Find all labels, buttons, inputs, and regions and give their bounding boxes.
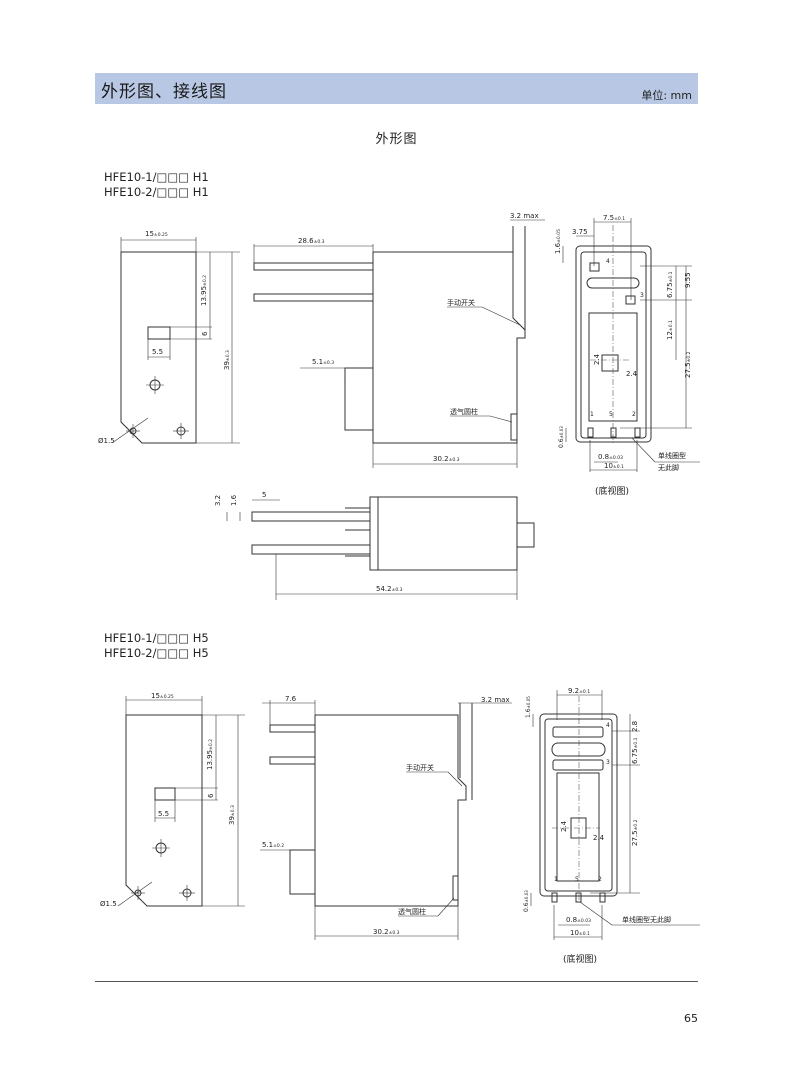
dim-text: 0.8±0.03 bbox=[598, 453, 623, 461]
pin-number: 1 bbox=[554, 876, 558, 883]
section-header-title: 外形图、接线图 bbox=[101, 82, 227, 102]
dim-text: Ø1.5 bbox=[98, 437, 115, 445]
dim-text: 27.5±0.2 bbox=[631, 819, 639, 846]
view-caption: (底视图) bbox=[563, 953, 597, 965]
dim-text: 2.4 bbox=[626, 370, 638, 378]
dim-text: 15±0.25 bbox=[145, 230, 168, 238]
pin-number: 5 bbox=[575, 876, 579, 883]
footer-divider bbox=[95, 981, 698, 982]
dim-text: 5 bbox=[262, 491, 266, 499]
dim-text: 1.6±0.05 bbox=[525, 696, 532, 718]
dim-text: 6.75±0.1 bbox=[631, 737, 639, 764]
dim-text: 3.2 max bbox=[481, 696, 510, 704]
drawing2-bottom-view: 9.2±0.1 1.6±0.05 4 3 2.8 6.75±0.1 27.5±0… bbox=[523, 687, 700, 965]
dim-text: 7.5±0.1 bbox=[603, 214, 625, 222]
dim-text: 9.2±0.1 bbox=[568, 687, 590, 695]
dim-text: 13.95±0.2 bbox=[206, 739, 214, 770]
model-group-h1: HFE10-1/□□□ H1 HFE10-2/□□□ H1 bbox=[104, 170, 209, 200]
dim-text: 54.2±0.3 bbox=[376, 585, 403, 593]
model-line: HFE10-2/□□□ H1 bbox=[104, 185, 209, 199]
dim-text: 5.1±0.3 bbox=[312, 358, 334, 366]
pin-number: 3 bbox=[606, 759, 610, 766]
dim-text: 5.5 bbox=[152, 348, 163, 356]
dim-text: 6 bbox=[207, 793, 215, 798]
model-line: HFE10-1/□□□ H5 bbox=[104, 631, 209, 645]
unit-label: 单位: mm bbox=[641, 89, 692, 102]
callout-text: 单线圈型无此脚 bbox=[622, 915, 671, 924]
dim-text: 9.55 bbox=[684, 272, 692, 288]
dim-text: 3.2 max bbox=[510, 212, 539, 220]
view-caption: (底视图) bbox=[595, 485, 629, 497]
outline-drawing-title: 外形图 bbox=[375, 132, 418, 147]
dim-text: 12±0.1 bbox=[666, 320, 674, 340]
dim-text: 2.8 bbox=[631, 721, 639, 732]
dim-text: 2.4 bbox=[593, 353, 601, 365]
dim-text: 1.6 bbox=[230, 494, 238, 506]
pin-number: 4 bbox=[606, 722, 610, 729]
drawing1-side-view: 3.2 max 28.6±0.3 手动开关 5.1±0.3 透气圆柱 30.2±… bbox=[253, 212, 545, 468]
section-header-bar: 外形图、接线图 单位: mm bbox=[95, 73, 698, 104]
dim-text: 30.2±0.3 bbox=[433, 455, 460, 463]
dim-text: 0.6±0.03 bbox=[523, 890, 530, 912]
callout-text: 无此脚 bbox=[658, 463, 679, 472]
pin-number: 5 bbox=[609, 411, 613, 418]
dim-text: 1.6±0.05 bbox=[554, 229, 562, 254]
dim-text: 39±0.3 bbox=[228, 805, 236, 825]
callout-text: 单线圈型 bbox=[658, 451, 686, 460]
dim-text: 7.6 bbox=[285, 695, 297, 703]
dim-text: 5.1±0.2 bbox=[262, 841, 284, 849]
dim-text: 6 bbox=[201, 331, 209, 336]
dim-text: 6.75±0.1 bbox=[666, 271, 674, 298]
callout-text: 手动开关 bbox=[406, 763, 434, 772]
page-number: 65 bbox=[684, 1012, 698, 1025]
dim-text: 10±0.1 bbox=[570, 929, 590, 937]
dim-text: 15±0.25 bbox=[151, 692, 174, 700]
pin-number: 2 bbox=[632, 411, 636, 418]
dim-text: 28.6±0.3 bbox=[298, 237, 325, 245]
dim-text: 30.2±0.3 bbox=[373, 928, 400, 936]
dim-text: 39±0.3 bbox=[223, 350, 231, 370]
dim-text: 10±0.1 bbox=[604, 462, 624, 470]
drawing1-plan-view: 3.2 1.6 5 54.2±0.3 bbox=[214, 491, 535, 600]
model-line: HFE10-1/□□□ H1 bbox=[104, 170, 209, 184]
callout-text: 手动开关 bbox=[447, 298, 475, 307]
dim-text: 27.5±0.2 bbox=[684, 351, 692, 378]
drawing2-side-view: 3.2 max 7.6 手动开关 5.1±0.2 透气圆柱 30.2±0.3 bbox=[260, 695, 512, 940]
pin-number: 1 bbox=[590, 411, 594, 418]
dim-text: 13.95±0.2 bbox=[200, 275, 208, 306]
drawing1-bottom-view: 7.5±0.1 3.75 1.6±0.05 4 3 9.55 6.75±0.1 … bbox=[554, 214, 700, 497]
pin-number: 3 bbox=[640, 292, 644, 299]
pin-number: 2 bbox=[598, 876, 602, 883]
callout-text: 透气圆柱 bbox=[398, 907, 426, 916]
dim-text: 2.4 bbox=[593, 834, 605, 842]
dim-text: 0.8±0.03 bbox=[566, 916, 591, 924]
dim-text: 5.5 bbox=[158, 810, 169, 818]
dim-text: 3.75 bbox=[572, 228, 588, 236]
dim-text: 2.4 bbox=[560, 820, 568, 832]
model-group-h5: HFE10-1/□□□ H5 HFE10-2/□□□ H5 bbox=[104, 631, 209, 661]
drawing2-front-view: 15±0.25 13.95±0.2 6 39±0.3 5.5 Ø1.5 bbox=[100, 692, 245, 908]
callout-text: 透气圆柱 bbox=[450, 407, 478, 416]
drawing1-front-view: 15±0.25 13.95±0.2 6 39±0.3 5.5 Ø1.5 bbox=[98, 230, 240, 445]
dim-text: 0.6±0.03 bbox=[558, 426, 565, 448]
dim-text: Ø1.5 bbox=[100, 900, 117, 908]
pin-number: 4 bbox=[606, 258, 610, 265]
model-line: HFE10-2/□□□ H5 bbox=[104, 646, 209, 660]
dim-text: 3.2 bbox=[214, 495, 222, 506]
